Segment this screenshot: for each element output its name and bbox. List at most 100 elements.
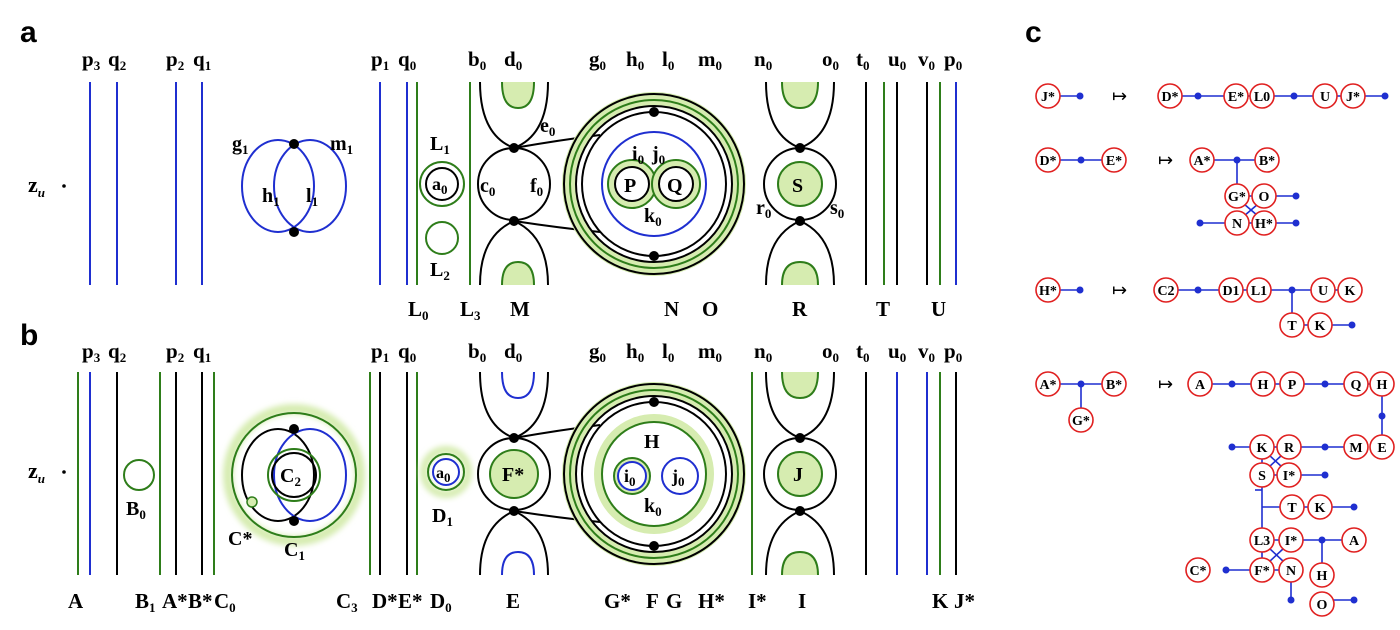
graph-node: J* <box>1340 83 1366 109</box>
label-k0: k0 <box>644 205 662 229</box>
label-c0: c0 <box>480 175 495 199</box>
graph-node: E <box>1369 434 1395 460</box>
graph-node: D1 <box>1218 277 1244 303</box>
circle-B0 <box>123 459 155 491</box>
bottom-label-T: T <box>876 297 890 321</box>
graph-dot <box>1076 92 1084 100</box>
graph-node: N <box>1224 210 1250 236</box>
bottom-label-R: R <box>792 297 808 321</box>
top-label-g0: g0 <box>589 339 606 365</box>
circle-L1 <box>419 161 465 207</box>
graph-node: A* <box>1189 147 1215 173</box>
arc-b0 <box>479 81 515 149</box>
graph-dot <box>1381 92 1389 100</box>
label-J: J <box>793 464 803 486</box>
bottom-label-G*: G* <box>604 589 631 613</box>
top-label-p0: p0 <box>944 339 962 365</box>
top-label-p2: p2 <box>166 47 184 73</box>
svg-text:R: R <box>1284 441 1295 456</box>
svg-text:O: O <box>1317 598 1328 613</box>
graph-node: I* <box>1276 462 1302 488</box>
label-C2: C2 <box>280 465 301 489</box>
top-label-d0: d0 <box>504 47 522 73</box>
label-Cstar: C* <box>228 528 252 550</box>
circle-m1 <box>273 139 347 233</box>
arc-n0 <box>765 81 801 149</box>
node <box>649 251 659 261</box>
arc-bottom-r <box>513 220 549 286</box>
bottom-label-D*: D* <box>372 589 398 613</box>
svg-text:D1: D1 <box>1222 284 1239 299</box>
bottom-label-A*: A* <box>162 589 188 613</box>
svg-text:N: N <box>1286 564 1296 579</box>
label-l1: l1 <box>306 185 318 209</box>
graph-node: H* <box>1251 210 1277 236</box>
graph-dot <box>1077 380 1085 388</box>
graph-dot <box>1196 219 1204 227</box>
top-label-o0: o0 <box>822 339 839 365</box>
graph-node: K <box>1249 434 1275 460</box>
bottom-label-L: L0 <box>408 297 429 323</box>
svg-text:A*: A* <box>1039 378 1056 393</box>
graph-node: D* <box>1157 83 1183 109</box>
label-C1: C1 <box>284 539 305 563</box>
bottom-label-I*: I* <box>748 589 767 613</box>
arc-o0 <box>799 81 835 149</box>
top-label-q1: q1 <box>193 339 211 365</box>
svg-text:U: U <box>1318 284 1328 299</box>
top-label-q0: q0 <box>398 47 416 73</box>
top-label-m0: m0 <box>698 339 722 365</box>
circle-C1 <box>231 412 357 538</box>
svg-text:L3: L3 <box>1254 534 1270 549</box>
svg-text:H*: H* <box>1039 284 1057 299</box>
top-label-p1: p1 <box>371 339 389 365</box>
node <box>289 227 299 237</box>
top-label-d0: d0 <box>504 339 522 365</box>
panel-b: zu <box>28 339 975 615</box>
circle-a0 <box>425 167 459 201</box>
circle-Cstar <box>246 496 258 508</box>
arc-bottom-l <box>479 220 515 286</box>
graph-node: K <box>1307 312 1333 338</box>
label-r0: r0 <box>756 197 771 221</box>
bottom-label-B1: B1 <box>135 589 156 615</box>
z-dot <box>62 184 66 188</box>
circle-D1 <box>427 453 465 491</box>
svg-text:H*: H* <box>1255 217 1273 232</box>
svg-text:H: H <box>1258 378 1269 393</box>
svg-text:B*: B* <box>1259 154 1275 169</box>
graph-dot <box>1233 156 1241 164</box>
label-H: H <box>644 431 660 453</box>
bottom-label-N: N <box>664 297 679 321</box>
graph-node: D* <box>1035 147 1061 173</box>
label-e0: e0 <box>540 115 555 139</box>
graph-dot <box>1288 286 1296 294</box>
svg-text:M: M <box>1349 441 1362 456</box>
node <box>649 107 659 117</box>
graph-node: Q <box>1343 371 1369 397</box>
bottom-label-J*: J* <box>954 589 975 613</box>
top-label-p3: p3 <box>82 339 101 365</box>
svg-text:B*: B* <box>1106 378 1122 393</box>
label-j0: j0 <box>651 143 665 167</box>
top-label-n0: n0 <box>754 339 772 365</box>
svg-text:A*: A* <box>1193 154 1210 169</box>
panel-letter-a: a <box>20 16 37 49</box>
graph-node: B* <box>1101 371 1127 397</box>
top-label-q2: q2 <box>108 47 126 73</box>
graph-dot <box>1378 412 1386 420</box>
bottom-label-B*: B* <box>188 589 213 613</box>
svg-text:D*: D* <box>1039 154 1056 169</box>
graph-dot <box>1077 156 1085 164</box>
circle-i0j0 <box>601 131 707 237</box>
top-label-q0: q0 <box>398 339 416 365</box>
circle-L2 <box>425 221 459 255</box>
bottom-label-U: U <box>931 297 946 321</box>
arc-n0g <box>781 81 819 110</box>
graph-node: G* <box>1068 407 1094 433</box>
arc-b0r <box>513 81 549 149</box>
label-a0-b: a0 <box>436 465 451 485</box>
